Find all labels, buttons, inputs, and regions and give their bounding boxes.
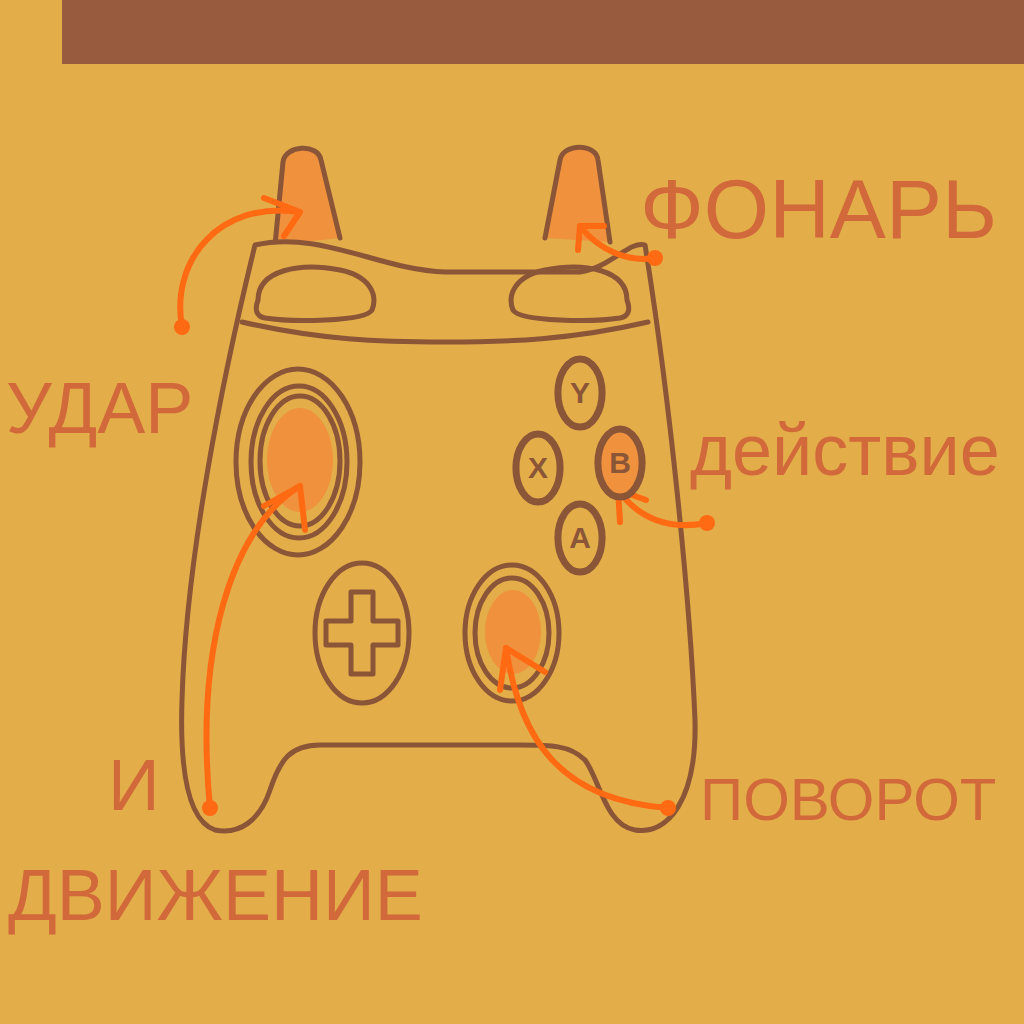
leader-dot <box>660 800 676 816</box>
shoulder-line <box>242 322 648 342</box>
dpad-cross <box>326 592 398 674</box>
face-button: X <box>514 431 562 505</box>
button-letter: Y <box>556 356 604 430</box>
flashlight-label: ФОНАРЬ <box>640 167 997 251</box>
attack-label: УДАР <box>6 372 193 444</box>
face-button: Y <box>556 356 604 430</box>
dpad-ring <box>315 563 409 703</box>
leader-dot <box>174 319 190 335</box>
controller-body <box>182 242 695 831</box>
button-letter: B <box>596 426 644 500</box>
leader-dot <box>699 515 715 531</box>
arrow-head <box>264 486 305 530</box>
face-button: A <box>556 501 604 575</box>
arrow-head <box>500 648 545 690</box>
header-bar <box>62 0 1024 64</box>
button-letter: X <box>514 431 562 505</box>
action-label: действие <box>690 414 1000 486</box>
leader-dot <box>647 250 663 266</box>
leader-line <box>180 210 300 327</box>
arrow-head <box>264 198 300 236</box>
turn-label: ПОВОРОТ <box>700 770 997 830</box>
face-button: B <box>596 426 644 500</box>
right-bumper <box>511 267 629 320</box>
arrow-head <box>578 226 604 250</box>
leader-line <box>207 486 300 808</box>
left-bumper <box>256 267 374 320</box>
movement-label: И ДВИЖЕНИЕ <box>8 730 208 950</box>
button-letter: A <box>556 501 604 575</box>
leader-dot <box>202 800 218 816</box>
leader-line <box>506 648 668 808</box>
